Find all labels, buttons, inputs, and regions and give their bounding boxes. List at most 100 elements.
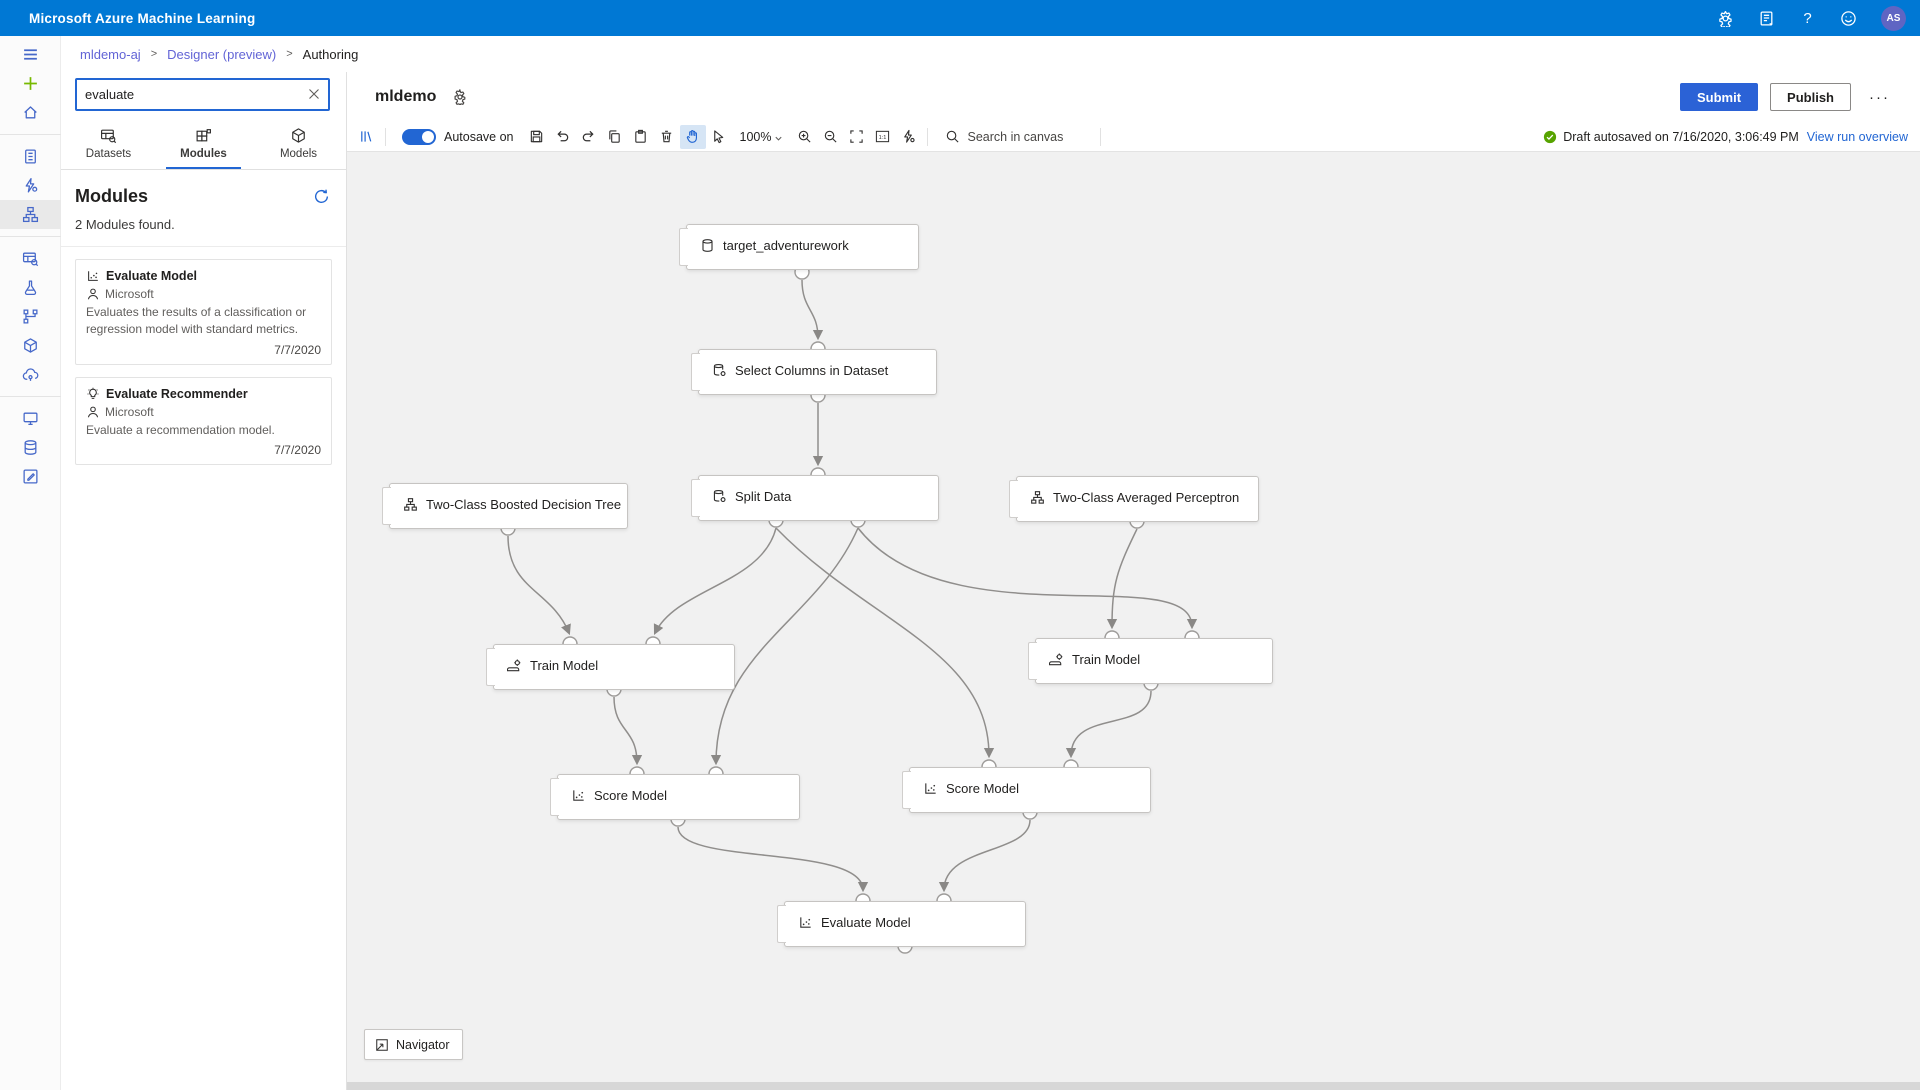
rail-divider (0, 134, 61, 135)
module-date: 7/7/2020 (274, 443, 321, 458)
module-catalog-icon[interactable] (353, 125, 379, 149)
pipelines-icon[interactable] (0, 302, 61, 331)
designer-icon[interactable] (0, 200, 61, 229)
models-tab-icon (290, 127, 307, 144)
actual-size-icon[interactable]: 1:1 (869, 125, 895, 149)
menu-icon[interactable] (0, 40, 61, 69)
panel-title: Modules (75, 186, 149, 206)
avatar[interactable]: AS (1881, 5, 1906, 31)
notebooks-icon[interactable] (0, 142, 61, 171)
endpoints-icon[interactable] (0, 360, 61, 389)
panel-tabs: Datasets Modules Models (61, 119, 346, 170)
help-icon[interactable]: ? (1803, 9, 1812, 27)
select-icon[interactable] (706, 125, 732, 149)
view-run-overview-link[interactable]: View run overview (1806, 129, 1908, 144)
pipeline-name: mldemo (375, 88, 437, 105)
smiley-feedback-icon[interactable] (1840, 10, 1857, 27)
datastores-icon[interactable] (0, 433, 61, 462)
zoom-out-icon[interactable] (817, 125, 843, 149)
autosave-toggle[interactable] (402, 128, 436, 145)
search-icon (944, 125, 960, 149)
node-target-adventurework[interactable]: target_adventurework (679, 224, 919, 270)
horizontal-scrollbar[interactable] (347, 1082, 1920, 1090)
zoom-in-icon[interactable] (791, 125, 817, 149)
run-settings-icon[interactable] (895, 125, 921, 149)
breadcrumb-workspace[interactable]: mldemo-aj (80, 46, 141, 62)
result-count: 2 Modules found. (61, 207, 346, 247)
node-split-data[interactable]: Split Data (691, 475, 939, 521)
tab-modules[interactable]: Modules (156, 119, 251, 169)
breadcrumb: mldemo-aj > Designer (preview) > Authori… (61, 36, 1920, 72)
navigator-icon (375, 1038, 389, 1052)
node-two-class-boosted-decision-tree[interactable]: Two-Class Boosted Decision Tree (382, 483, 628, 529)
left-nav-rail (0, 36, 61, 1090)
module-name: Evaluate Recommender (106, 386, 248, 401)
submit-button[interactable]: Submit (1679, 83, 1759, 111)
zoom-level-dropdown[interactable]: 100% (740, 130, 784, 144)
release-notes-icon[interactable] (1758, 10, 1775, 27)
node-score-model-left[interactable]: Score Model (550, 774, 800, 820)
chevron-right-icon: > (150, 48, 158, 60)
node-train-model-right[interactable]: Train Model (1028, 638, 1273, 684)
redo-icon[interactable] (576, 125, 602, 149)
datasets-icon[interactable] (0, 244, 61, 273)
automl-icon[interactable] (0, 171, 61, 200)
module-date: 7/7/2020 (274, 342, 321, 357)
copy-icon[interactable] (602, 125, 628, 149)
module-publisher: Microsoft (105, 404, 154, 419)
node-two-class-averaged-perceptron[interactable]: Two-Class Averaged Perceptron (1009, 476, 1259, 522)
train-model-icon (1048, 652, 1064, 667)
database-gear-icon (712, 363, 727, 378)
pan-icon[interactable] (679, 124, 706, 149)
node-select-columns[interactable]: Select Columns in Dataset (691, 349, 937, 395)
paste-icon[interactable] (628, 125, 654, 149)
module-card-evaluate-recommender[interactable]: Evaluate Recommender Microsoft Evaluate … (75, 376, 332, 466)
tab-datasets[interactable]: Datasets (61, 119, 156, 169)
node-score-model-right[interactable]: Score Model (902, 767, 1151, 813)
close-icon[interactable] (306, 86, 322, 102)
scatter-chart-icon (798, 915, 813, 930)
save-icon[interactable] (524, 125, 550, 149)
top-app-bar: Microsoft Azure Machine Learning ? AS (0, 0, 1920, 36)
scatter-chart-icon (923, 781, 938, 796)
rail-divider (0, 396, 61, 397)
tree-icon (403, 497, 418, 512)
refresh-icon[interactable] (313, 188, 330, 205)
person-icon (86, 405, 100, 419)
node-train-model-left[interactable]: Train Model (486, 644, 735, 690)
breadcrumb-designer[interactable]: Designer (preview) (167, 46, 277, 62)
module-card-evaluate-model[interactable]: Evaluate Model Microsoft Evaluates the r… (75, 259, 332, 365)
train-model-icon (506, 658, 522, 673)
pipeline-canvas[interactable]: target_adventurework Select Columns in D… (347, 152, 1920, 1090)
autosave-status: Draft autosaved on 7/16/2020, 3:06:49 PM (1543, 130, 1799, 144)
experiments-icon[interactable] (0, 273, 61, 302)
tree-icon (1030, 490, 1045, 505)
pipeline-settings-gear-icon[interactable] (452, 89, 468, 107)
module-panel: Datasets Modules Models (61, 72, 347, 1090)
chevron-down-icon (774, 132, 783, 141)
home-icon[interactable] (0, 98, 61, 127)
rail-divider (0, 236, 61, 237)
publish-button[interactable]: Publish (1770, 83, 1851, 111)
navigator-button[interactable]: Navigator (364, 1029, 463, 1060)
delete-icon[interactable] (654, 125, 680, 149)
autosave-label: Autosave on (444, 129, 514, 144)
scatter-chart-icon (571, 788, 586, 803)
plus-icon[interactable] (0, 69, 61, 98)
more-options-icon[interactable]: ··· (1869, 88, 1890, 106)
gear-icon[interactable] (1717, 10, 1734, 27)
node-evaluate-model[interactable]: Evaluate Model (777, 901, 1026, 947)
compute-icon[interactable] (0, 404, 61, 433)
lightbulb-icon (86, 387, 100, 401)
models-icon[interactable] (0, 331, 61, 360)
chevron-right-icon: > (286, 48, 293, 60)
canvas-search[interactable]: Search in canvas (934, 125, 1094, 149)
module-description: Evaluates the results of a classificatio… (86, 305, 307, 337)
undo-icon[interactable] (550, 125, 576, 149)
fit-to-screen-icon[interactable] (843, 125, 869, 149)
tab-models[interactable]: Models (251, 119, 346, 169)
pipeline-edges (500, 264, 1200, 954)
data-labeling-icon[interactable] (0, 462, 61, 491)
module-search-input[interactable] (75, 78, 330, 111)
breadcrumb-authoring: Authoring (302, 46, 359, 62)
